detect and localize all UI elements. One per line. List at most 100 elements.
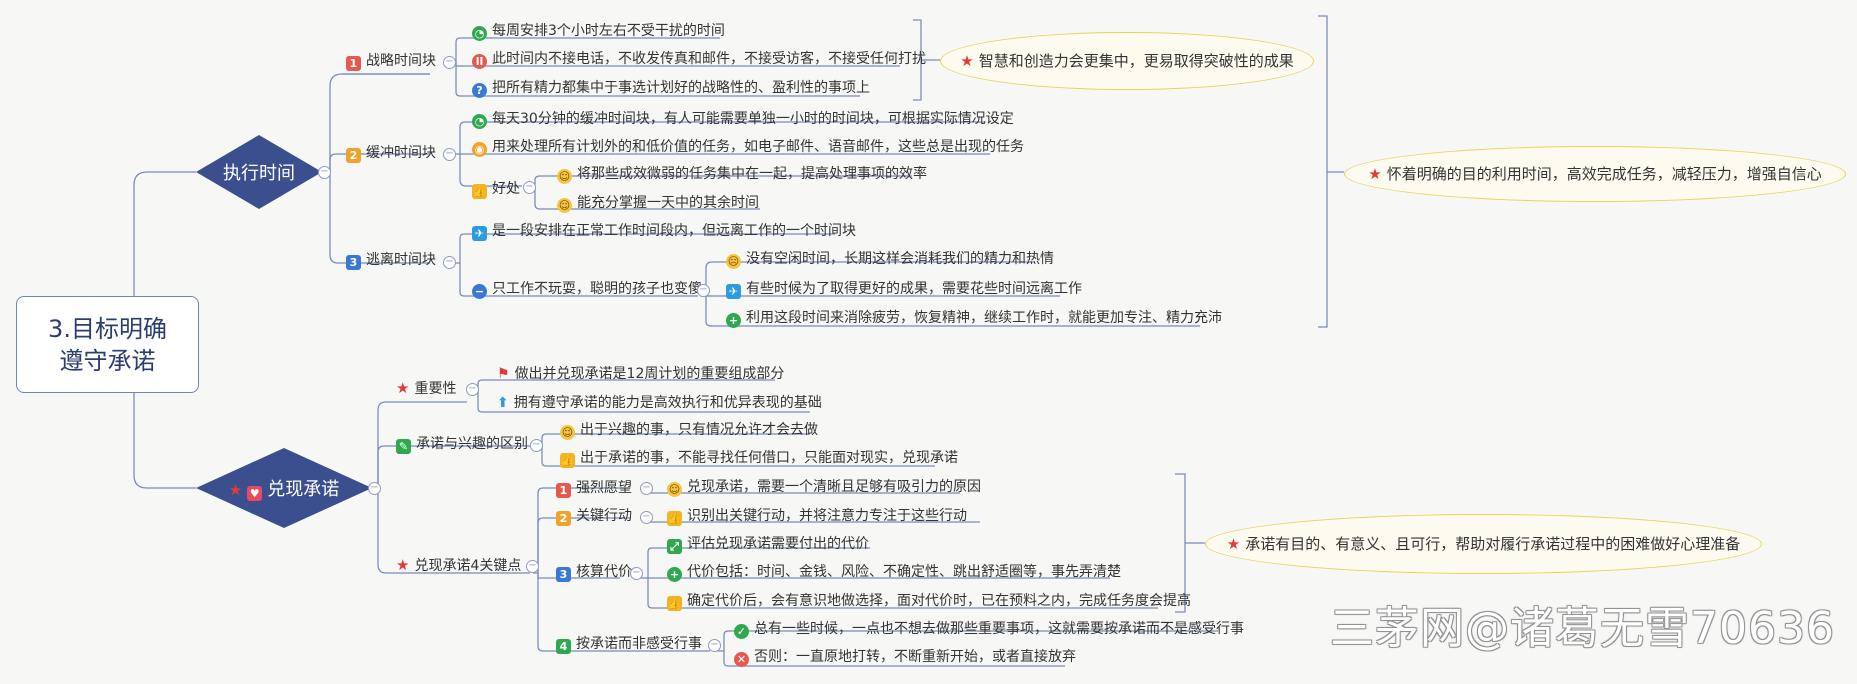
escape-sub-item-3-text: 利用这段时间来消除疲劳，恢复精神，继续工作时，就能更加专注、精力充沛 — [746, 310, 1222, 326]
difference-label: 承诺与兴趣的区别 — [416, 436, 528, 452]
key-3-item-2[interactable]: + 代价包括：时间、金钱、风险、不确定性、跳出舒适圈等，事先弄清楚 — [667, 563, 1121, 582]
key-1[interactable]: 1 强烈愿望 — [556, 479, 632, 498]
difference-item-1[interactable]: ☺出于兴趣的事，只有情况允许才会去做 — [560, 421, 818, 440]
watermark: 三茅网@诸葛无雪70636 — [1330, 603, 1835, 654]
buffer-item-1[interactable]: ◔每天30分钟的缓冲时间块，有人可能需要单独一小时的时间块，可根据实际情况设定 — [472, 110, 1014, 129]
key-3-item-2-text: 代价包括：时间、金钱、风险、不确定性、跳出舒适圈等，事先弄清楚 — [687, 564, 1121, 580]
collapse-toggle-key-3[interactable]: − — [630, 567, 643, 580]
priority-2-icon: 2 — [556, 511, 571, 526]
summary-strategic[interactable]: ★智慧和创造力会更集中，更易取得突破性的成果 — [940, 32, 1314, 90]
key-4-item-2[interactable]: ✕否则：一直原地打转，不断重新开始，或者直接放弃 — [734, 648, 1076, 667]
star-icon: ★ — [1368, 165, 1382, 183]
airplane-icon: ✈ — [726, 284, 741, 299]
key-3-item-3[interactable]: 👍 确定代价后，会有意识地做选择，面对代价时，已在预料之内，完成任务度会提高 — [667, 592, 1191, 611]
airplane-icon: ✈ — [472, 226, 487, 241]
main-topic-commit[interactable]: ★♥兑现承诺 — [196, 448, 372, 528]
escape-sub-item-3[interactable]: + 利用这段时间来消除疲劳，恢复精神，继续工作时，就能更加专注、精力充沛 — [726, 309, 1222, 328]
escape-sub-item-2-text: 有些时候为了取得更好的成果，需要花些时间远离工作 — [746, 281, 1082, 297]
key-4-item-1[interactable]: ✓总有一些时候，一点也不想去做那些重要事项，这就需要按承诺而不是感受行事 — [734, 620, 1244, 639]
strategic-item-1[interactable]: ◔每周安排3个小时左右不受干扰的时间 — [472, 22, 725, 41]
topic-importance[interactable]: ★重要性 — [396, 379, 456, 398]
clock-icon: ◔ — [472, 26, 487, 41]
difference-item-2[interactable]: 👍出于承诺的事，不能寻找任何借口，只能面对现实，兑现承诺 — [560, 449, 958, 468]
escape-sub-topic[interactable]: −只工作不玩耍，聪明的孩子也变傻 — [472, 280, 702, 299]
star-icon: ★ — [396, 556, 410, 574]
collapse-toggle-key-2[interactable]: − — [640, 511, 653, 524]
expand-icon: ⤢ — [667, 539, 682, 554]
star-icon: ★ — [396, 379, 410, 397]
collapse-toggle-key-1[interactable]: − — [640, 482, 653, 495]
summary-commit[interactable]: ★承诺有目的、有意义、且可行，帮助对履行承诺过程中的困难做好心理准备 — [1205, 514, 1762, 574]
benefit-item-1-text: 将那些成效微弱的任务集中在一起，提高处理事项的效率 — [577, 166, 927, 182]
buffer-benefit[interactable]: 👍好处 — [472, 180, 520, 199]
pencil-icon: ✎ — [396, 439, 411, 454]
priority-1-icon: 1 — [346, 56, 361, 71]
importance-item-2-text: 拥有遵守承诺的能力是高效执行和优异表现的基础 — [513, 395, 822, 411]
buffer-item-1-text: 每天30分钟的缓冲时间块，有人可能需要单独一小时的时间块，可根据实际情况设定 — [492, 111, 1014, 127]
cross-circle-icon: ✕ — [734, 652, 749, 667]
summary-exec[interactable]: ★怀着明确的目的利用时间，高效完成任务，减轻压力，增强自信心 — [1344, 146, 1846, 202]
thumbs-up-icon: 👍 — [472, 184, 487, 199]
key-2-item[interactable]: 👍识别出关键行动，并将注意力专注于这些行动 — [667, 507, 967, 526]
plus-circle-icon: + — [667, 567, 682, 582]
benefit-item-1[interactable]: ☺ 将那些成效微弱的任务集中在一起，提高处理事项的效率 — [557, 165, 927, 184]
flag-icon: ⚑ — [497, 366, 510, 382]
collapse-toggle-strategic[interactable]: − — [443, 56, 456, 69]
key-3-item-3-text: 确定代价后，会有意识地做选择，面对代价时，已在预料之内，完成任务度会提高 — [687, 593, 1191, 609]
heart-icon: ♥ — [247, 486, 263, 501]
thumbs-up-icon: 👍 — [667, 596, 682, 611]
summary-strategic-text: 智慧和创造力会更集中，更易取得突破性的成果 — [978, 52, 1294, 70]
star-icon: ★ — [1226, 535, 1241, 553]
priority-1-icon: 1 — [556, 483, 571, 498]
key-1-label: 强烈愿望 — [576, 480, 632, 496]
summary-commit-text: 承诺有目的、有意义、且可行，帮助对履行承诺过程中的困难做好心理准备 — [1245, 535, 1741, 553]
collapse-toggle-key-4[interactable]: − — [708, 639, 721, 652]
escape-sub-item-1-text: 没有空闲时间，长期这样会消耗我们的精力和热情 — [746, 251, 1054, 267]
arrow-up-icon: ⬆ — [497, 395, 509, 411]
importance-item-1[interactable]: ⚑做出并兑现承诺是12周计划的重要组成部分 — [497, 365, 784, 383]
collapse-toggle-exec[interactable]: − — [318, 166, 331, 179]
root-topic[interactable]: 3.目标明确 遵守承诺 — [16, 296, 199, 393]
escape-sub-item-1[interactable]: ☹没有空闲时间，长期这样会消耗我们的精力和热情 — [726, 250, 1054, 269]
check-circle-icon: ✓ — [734, 624, 749, 639]
commit-title: 兑现承诺 — [267, 479, 340, 500]
laughing-face-icon: ☺ — [557, 169, 572, 184]
importance-label: 重要性 — [414, 381, 457, 397]
priority-3-icon: 3 — [556, 567, 571, 582]
benefit-item-2[interactable]: ☺能充分掌握一天中的其余时间 — [557, 194, 759, 213]
escape-item-1[interactable]: ✈是一段安排在正常工作时间段内，但远离工作的一个时间块 — [472, 222, 856, 241]
collapse-toggle-difference[interactable]: − — [530, 439, 543, 452]
topic-keys[interactable]: ★兑现承诺4关键点 — [396, 556, 521, 575]
key-3-item-1[interactable]: ⤢评估兑现承诺需要付出的代价 — [667, 535, 869, 554]
buffer-item-2-text: 用来处理所有计划外的和低价值的任务，如电子邮件、语音邮件，这些总是出现的任务 — [492, 139, 1024, 155]
collapse-toggle-keys[interactable]: − — [526, 560, 539, 573]
keys-label: 兑现承诺4关键点 — [414, 558, 522, 574]
topic-difference[interactable]: ✎ 承诺与兴趣的区别 — [396, 435, 528, 454]
plus-circle-icon: + — [726, 313, 741, 328]
summary-exec-text: 怀着明确的目的利用时间，高效完成任务，减轻压力，增强自信心 — [1386, 165, 1822, 183]
importance-item-2[interactable]: ⬆拥有遵守承诺的能力是高效执行和优异表现的基础 — [497, 394, 822, 412]
benefit-item-2-text: 能充分掌握一天中的其余时间 — [577, 195, 759, 211]
main-topic-exec[interactable]: 执行时间 — [196, 135, 322, 209]
collapse-toggle-commit[interactable]: − — [368, 482, 381, 495]
collapse-toggle-escape-sub[interactable]: − — [697, 284, 710, 297]
collapse-toggle-importance[interactable]: − — [466, 383, 479, 396]
collapse-toggle-benefit[interactable]: − — [523, 181, 536, 194]
collapse-toggle-escape[interactable]: − — [443, 256, 456, 269]
strategic-item-3[interactable]: ?把所有精力都集中于事选计划好的战略性的、盈利性的事项上 — [472, 79, 870, 98]
priority-4-icon: 4 — [556, 639, 571, 654]
laughing-face-icon: ☺ — [667, 482, 682, 497]
escape-sub-item-2[interactable]: ✈ 有些时候为了取得更好的成果，需要花些时间远离工作 — [726, 280, 1082, 299]
escape-label: 逃离时间块 — [366, 252, 436, 268]
key-1-item[interactable]: ☺兑现承诺，需要一个清晰且足够有吸引力的原因 — [667, 478, 981, 497]
buffer-item-2[interactable]: ◉用来处理所有计划外的和低价值的任务，如电子邮件、语音邮件，这些总是出现的任务 — [472, 138, 1024, 157]
collapse-toggle-buffer[interactable]: − — [443, 148, 456, 161]
